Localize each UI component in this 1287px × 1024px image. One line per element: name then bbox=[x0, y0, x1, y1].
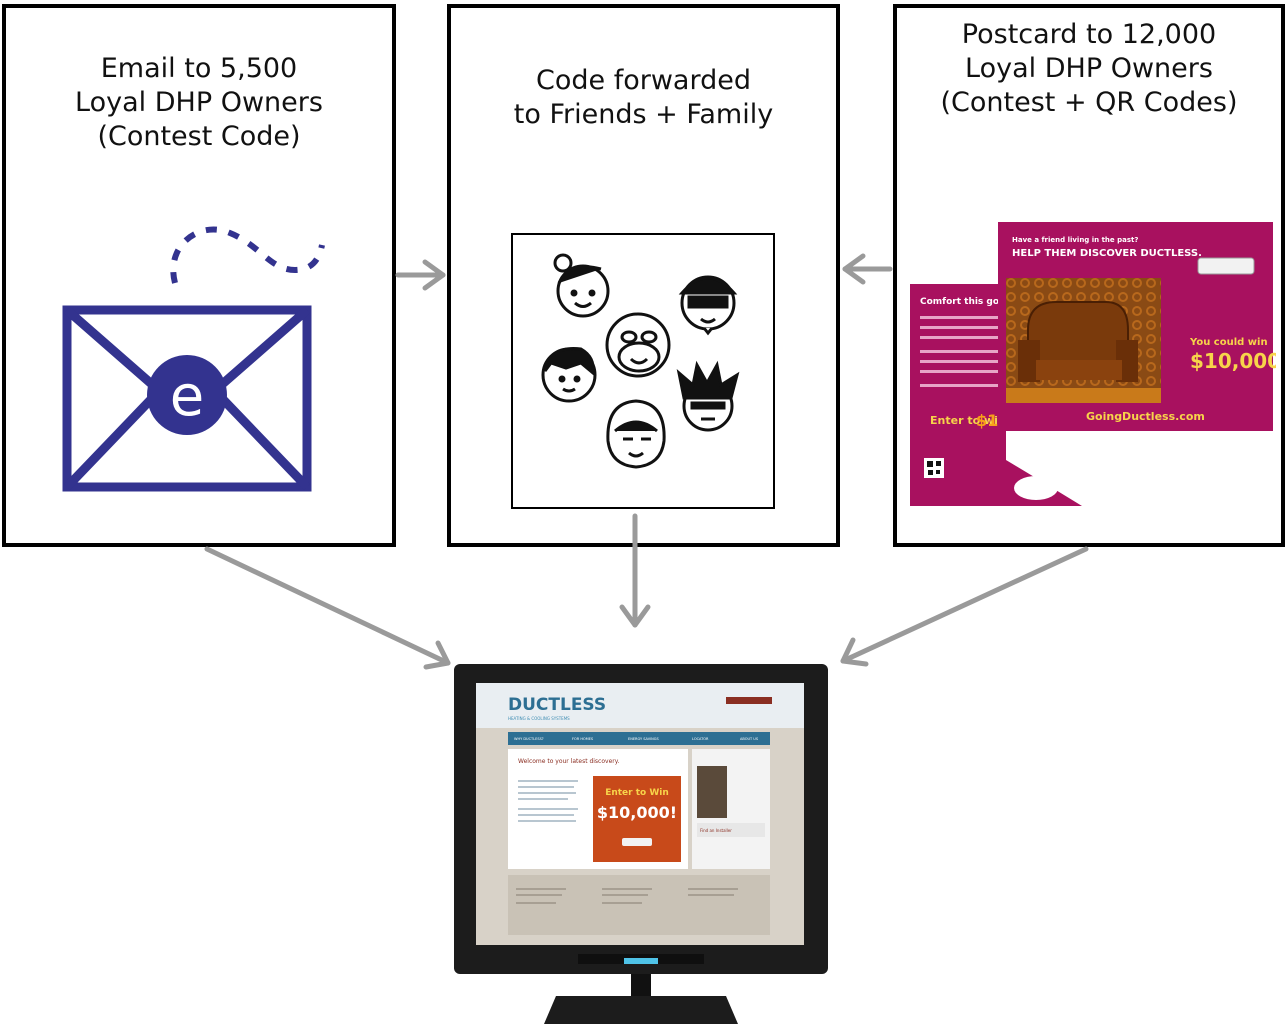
postcard-amount: $10,000 bbox=[1190, 349, 1276, 373]
postcard-headline-small: Have a friend living in the past? bbox=[1012, 236, 1138, 244]
arrow-postcard-to-website bbox=[840, 546, 1089, 667]
armchair bbox=[1027, 301, 1129, 371]
monitor-stand bbox=[544, 996, 738, 1024]
friends-faces-illustration bbox=[511, 233, 775, 509]
caption-line: (Contest + QR Codes) bbox=[940, 87, 1238, 118]
envelope-fold-left bbox=[63, 386, 164, 491]
caption-line: (Contest Code) bbox=[97, 121, 301, 152]
email-badge bbox=[147, 355, 227, 435]
face-spiky-hair bbox=[676, 360, 740, 432]
arrow-forward-to-website bbox=[619, 513, 651, 628]
dashed-trail bbox=[170, 226, 325, 284]
postcard-front: Have a friend living in the past? HELP T… bbox=[998, 222, 1276, 431]
email-panel-caption: Email to 5,500 Loyal DHP Owners (Contest… bbox=[6, 52, 392, 154]
site-logo-sub: HEATING & COOLING SYSTEMS bbox=[508, 716, 570, 721]
postcard-illustration: Comfort this good should be shared Enter… bbox=[910, 222, 1276, 506]
face-woman-curly bbox=[606, 399, 666, 469]
site-nav-item[interactable]: WHY DUCTLESS? bbox=[514, 737, 544, 741]
site-promo-line: Enter to Win bbox=[605, 788, 669, 798]
power-led bbox=[624, 958, 658, 964]
caption-line: Loyal DHP Owners bbox=[965, 53, 1213, 84]
email-badge-letter: e bbox=[170, 364, 204, 429]
site-header-button[interactable] bbox=[726, 697, 772, 704]
postcard-panel-caption: Postcard to 12,000 Loyal DHP Owners (Con… bbox=[897, 18, 1281, 120]
face-girl-ponytail bbox=[553, 253, 610, 318]
forward-panel-caption: Code forwarded to Friends + Family bbox=[451, 64, 836, 132]
monitor-website: DUCTLESS HEATING & COOLING SYSTEMS WHY D… bbox=[454, 664, 828, 1024]
envelope-fold-right bbox=[210, 386, 311, 491]
ac-unit bbox=[1197, 257, 1255, 275]
postcard-url: GoingDuctless.com bbox=[1086, 410, 1205, 423]
postcard-headline: HELP THEM DISCOVER DUCTLESS. bbox=[1012, 248, 1202, 259]
site-welcome: Welcome to your latest discovery. bbox=[518, 758, 619, 765]
site-nav-item[interactable]: ENERGY SAVINGS bbox=[628, 737, 659, 741]
postcard-win-line: You could win bbox=[1189, 337, 1268, 348]
site-nav-item[interactable]: LOCATOR bbox=[692, 737, 709, 741]
arrow-postcard-to-forward bbox=[842, 253, 893, 285]
face-boy-bangs bbox=[541, 346, 597, 403]
site-sidebar-title: Find an Installer bbox=[700, 828, 732, 833]
postcard-stamp bbox=[1014, 476, 1058, 500]
site-nav-item[interactable]: FOR HOMES bbox=[572, 737, 594, 741]
caption-line: Code forwarded bbox=[536, 65, 751, 96]
postcard-back-enter: Enter to win bbox=[930, 414, 1006, 427]
site-footer bbox=[508, 875, 770, 935]
caption-line: Email to 5,500 bbox=[100, 53, 298, 84]
site-nav-item[interactable]: ABOUT US bbox=[740, 737, 759, 741]
site-nav bbox=[508, 732, 770, 745]
face-monkey bbox=[605, 312, 671, 378]
email-envelope-icon: e bbox=[62, 226, 325, 492]
caption-line: Postcard to 12,000 bbox=[961, 19, 1217, 50]
arrow-email-to-website bbox=[204, 546, 451, 670]
face-cap-glasses bbox=[678, 275, 738, 336]
caption-line: Loyal DHP Owners bbox=[75, 87, 323, 118]
site-promo-amount: $10,000! bbox=[597, 803, 677, 822]
site-logo: DUCTLESS bbox=[508, 695, 606, 715]
arrow-email-to-forward bbox=[395, 259, 446, 291]
site-person-photo bbox=[697, 766, 727, 818]
caption-line: to Friends + Family bbox=[513, 99, 774, 130]
site-promo-banner[interactable] bbox=[591, 774, 683, 864]
